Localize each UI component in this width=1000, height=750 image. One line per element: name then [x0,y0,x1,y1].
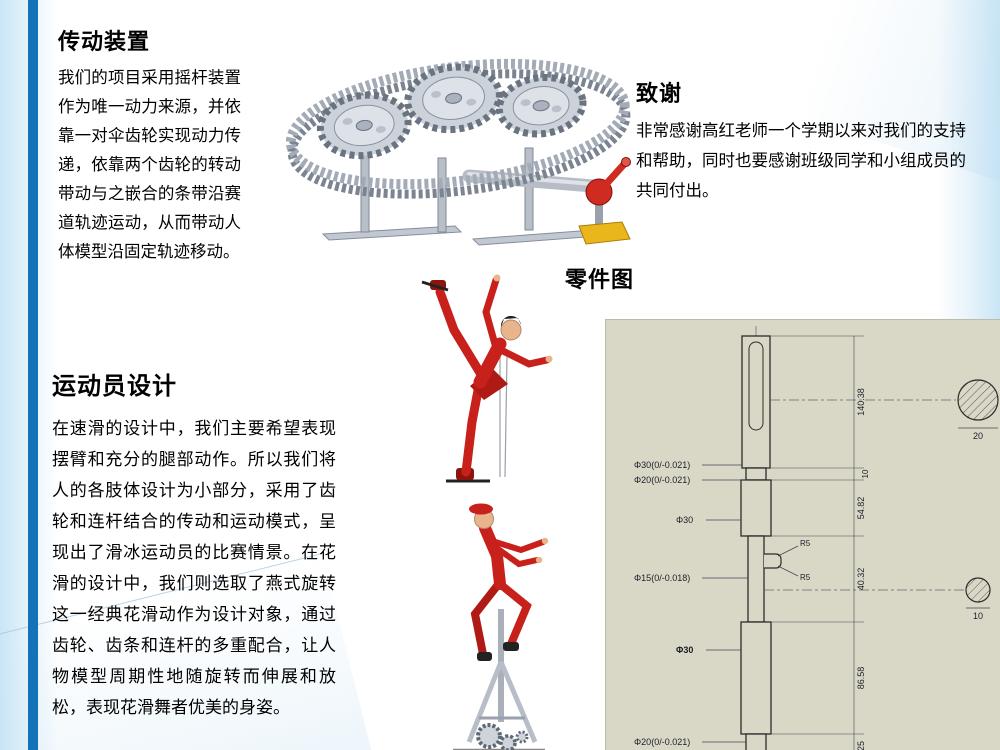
radius-label-1: R5 [800,539,811,548]
athlete-design-body: 在速滑的设计中，我们主要希望表现摆臂和充分的腿部动作。所以我们将人的各肢体设计为… [52,419,336,717]
len-label-6: 25 [856,741,866,750]
figure-skater-spin-drawing [421,274,553,483]
section-athlete-design: 运动员设计 在速滑的设计中，我们主要希望表现摆臂和充分的腿部动作。所以我们将人的… [52,366,336,723]
radius-label-2: R5 [800,573,811,582]
transmission-title: 传动装置 [58,29,151,54]
thanks-body: 非常感谢高红老师一个学期以来对我们的支持和帮助，同时也要感谢班级同学和小组成员的… [636,122,966,200]
gear-chain-mechanism-drawing [285,58,631,246]
thanks-title: 致谢 [636,81,683,106]
transmission-body: 我们的项目采用摇杆装置作为唯一动力来源，并依靠一对伞齿轮实现动力传递，依靠两个齿… [58,69,241,261]
len-label-2: 10 [861,469,870,478]
athlete-design-title: 运动员设计 [52,373,177,400]
len-label-4: 40.32 [856,568,866,591]
detail-b-dim: 10 [973,611,983,621]
dia-label-3: Φ30 [676,515,693,525]
section-thanks: 致谢 非常感谢高红老师一个学期以来对我们的支持和帮助，同时也要感谢班级同学和小组… [636,76,966,206]
dia-label-5: Φ30 [676,645,693,655]
dia-label-1: Φ30(0/-0.021) [634,460,690,470]
section-transmission: 传动装置 我们的项目采用摇杆装置作为唯一动力来源，并依靠一对伞齿轮实现动力传递，… [58,24,241,267]
detail-a-dim: 20 [973,431,983,441]
dia-label-6: Φ20(0/-0.021) [634,737,690,747]
figure-skater-mechanism-drawing [453,503,549,750]
dia-label-4: Φ15(0/-0.018) [634,573,690,583]
left-accent-bar [28,0,38,750]
len-label-1: 140.38 [856,388,866,416]
len-label-3: 54.82 [856,497,866,520]
part-drawing-title: 零件图 [565,267,635,292]
figure-skater-mechanism-image [423,494,575,750]
part-drawing-panel: 20 10 Φ30(0/-0.021) Φ20(0/-0.021) Φ30 Φ1… [605,319,1000,750]
len-label-5: 86.58 [856,667,866,690]
shaft-drawing: 20 10 Φ30(0/-0.021) Φ20(0/-0.021) Φ30 Φ1… [634,326,999,750]
dia-label-2: Φ20(0/-0.021) [634,475,690,485]
figure-skater-spin-image [388,272,570,498]
part-drawing-image: 20 10 Φ30(0/-0.021) Φ20(0/-0.021) Φ30 Φ1… [605,319,1000,750]
gear-chain-mechanism-image [273,34,658,252]
